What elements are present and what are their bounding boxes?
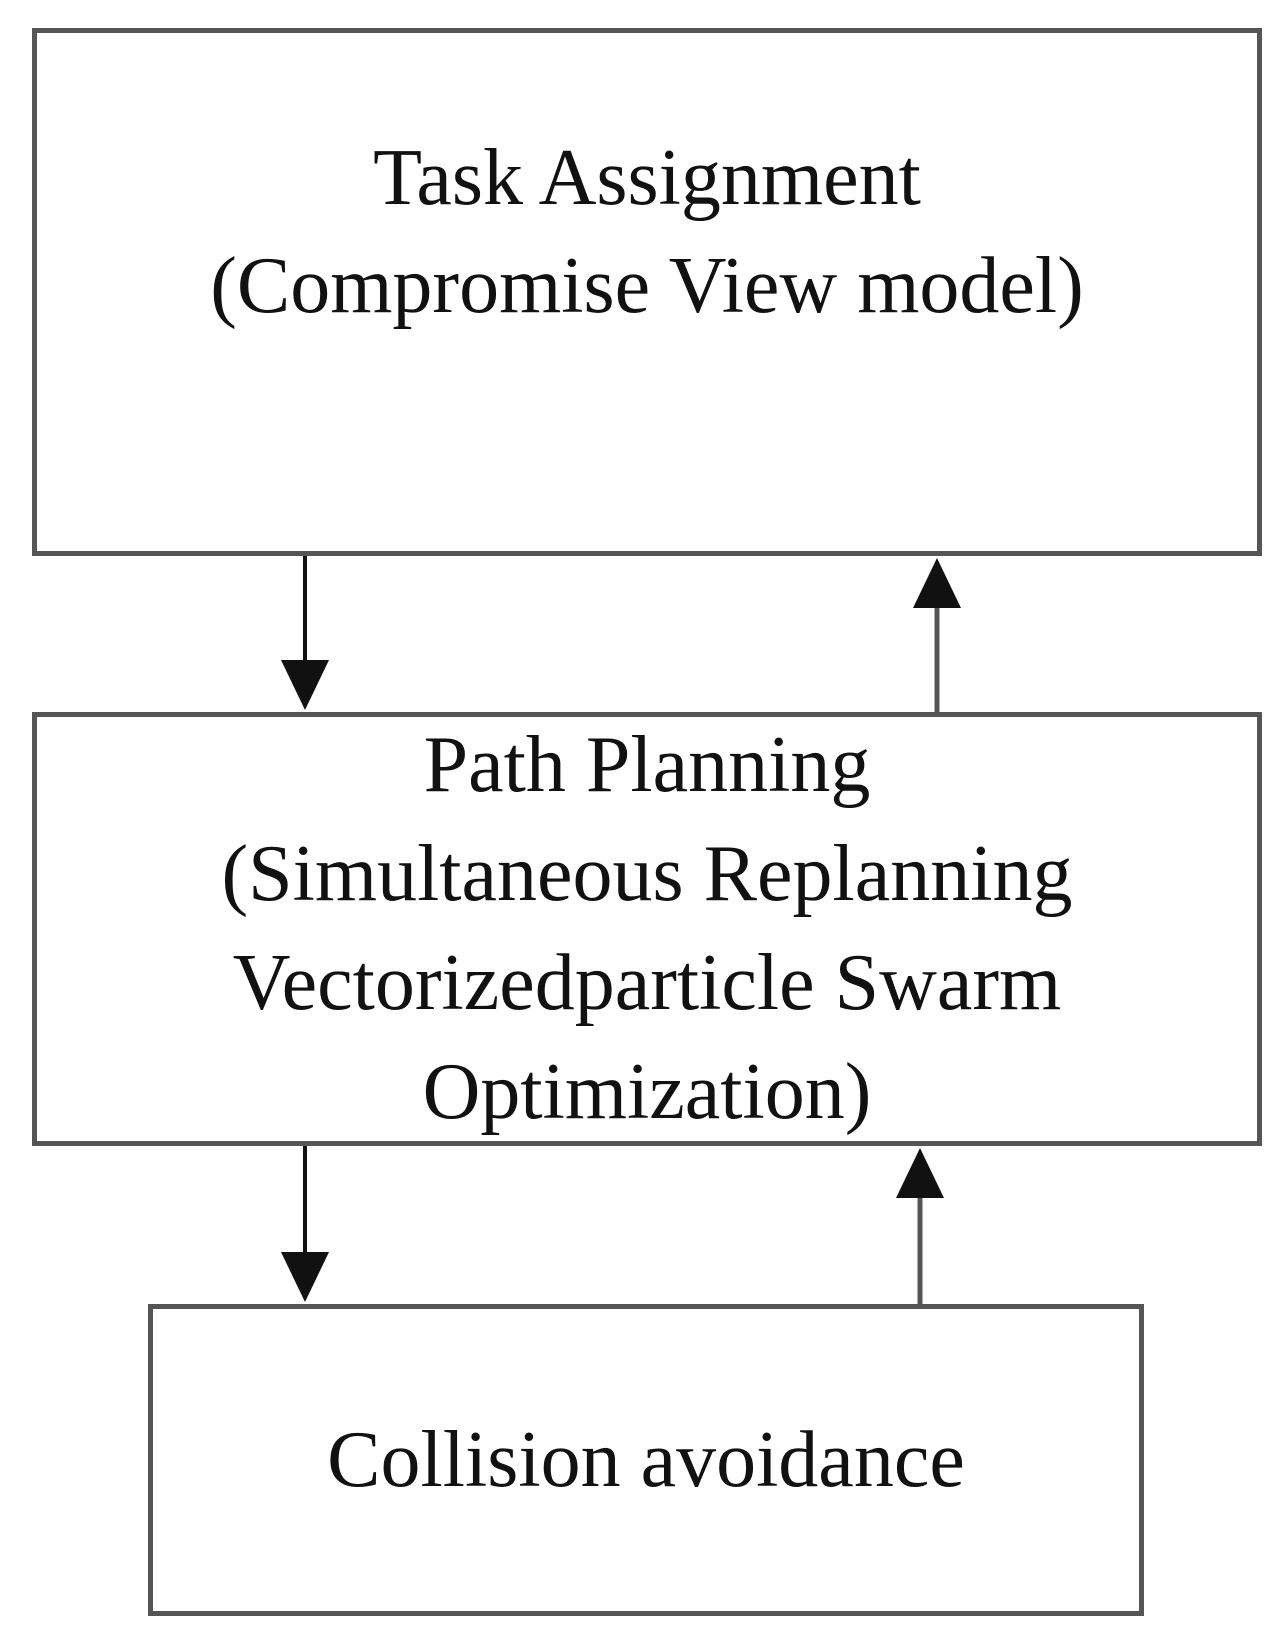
path-planning-subtitle-line-1: (Simultaneous Replanning <box>221 830 1073 919</box>
collision-avoidance-box: Collision avoidance <box>148 1304 1144 1616</box>
path-planning-subtitle-line-2: Vectorizedparticle Swarm <box>232 939 1062 1027</box>
arrow-collision-to-path <box>896 1148 944 1304</box>
arrow-path-to-task <box>913 558 961 712</box>
path-planning-title: Path Planning <box>423 721 871 810</box>
arrow-path-to-collision <box>281 1146 329 1302</box>
path-planning-box: Path Planning (Simultaneous Replanning V… <box>32 712 1262 1146</box>
arrow-task-to-path <box>281 556 329 710</box>
task-assignment-title: Task Assignment <box>373 134 921 222</box>
collision-avoidance-title: Collision avoidance <box>327 1416 965 1504</box>
path-planning-subtitle-line-3: Optimization) <box>422 1047 872 1136</box>
task-assignment-subtitle: (Compromise View model) <box>210 242 1084 330</box>
task-assignment-box: Task Assignment (Compromise View model) <box>32 28 1262 556</box>
